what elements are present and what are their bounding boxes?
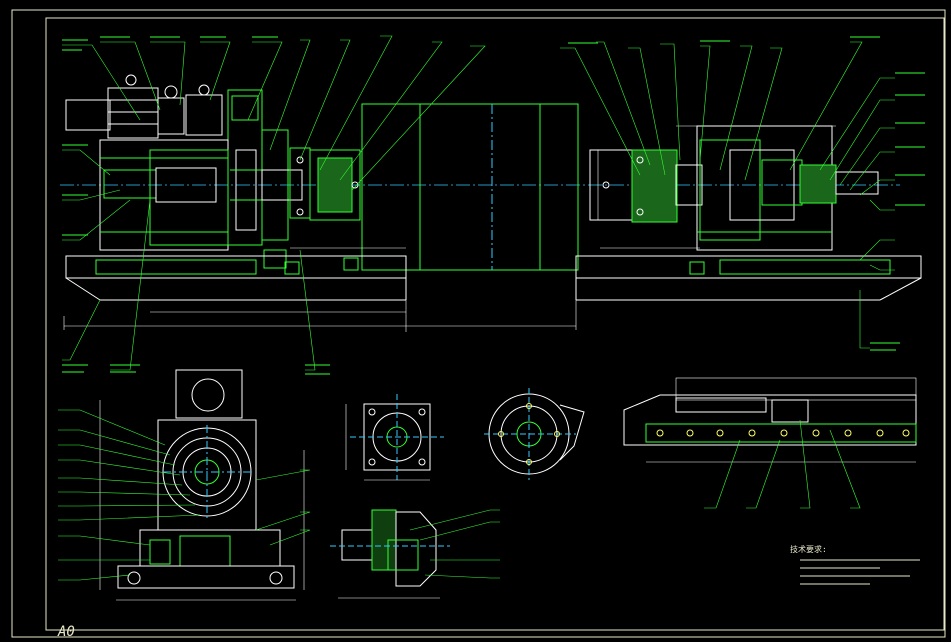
notes-heading: 技术要求:: [790, 544, 827, 554]
base-bolts: [656, 429, 910, 437]
drawing-frame: [11, 9, 946, 638]
right-bearing-housing: [696, 125, 879, 251]
gear-reducer: [227, 89, 289, 269]
drive-motor: [65, 74, 223, 139]
right-base-rail: [575, 255, 922, 301]
main-elevation-view: [60, 74, 922, 332]
right-shaft-coupling: [589, 149, 703, 223]
leader-lines-top: [62, 35, 895, 371]
section-detail: [330, 509, 450, 599]
leader-label-marks: [62, 36, 925, 375]
section-detail-leaders: [409, 509, 500, 579]
flange-detail-a: [345, 394, 444, 481]
technical-notes: 技术要求:: [790, 544, 920, 585]
end-view-leaders: [58, 409, 311, 581]
left-bearing-housing: [99, 139, 229, 251]
central-drum-area: [361, 103, 579, 271]
flange-detail-b: [484, 388, 585, 480]
left-base-rail: [65, 255, 407, 301]
end-view: [99, 369, 305, 601]
base-view-leaders: [704, 419, 861, 509]
base-elevation-view: [623, 377, 917, 463]
sheet-size-mark: A0: [57, 624, 75, 640]
left-shaft-coupling: [261, 147, 361, 221]
main-dimensions: [63, 125, 836, 332]
